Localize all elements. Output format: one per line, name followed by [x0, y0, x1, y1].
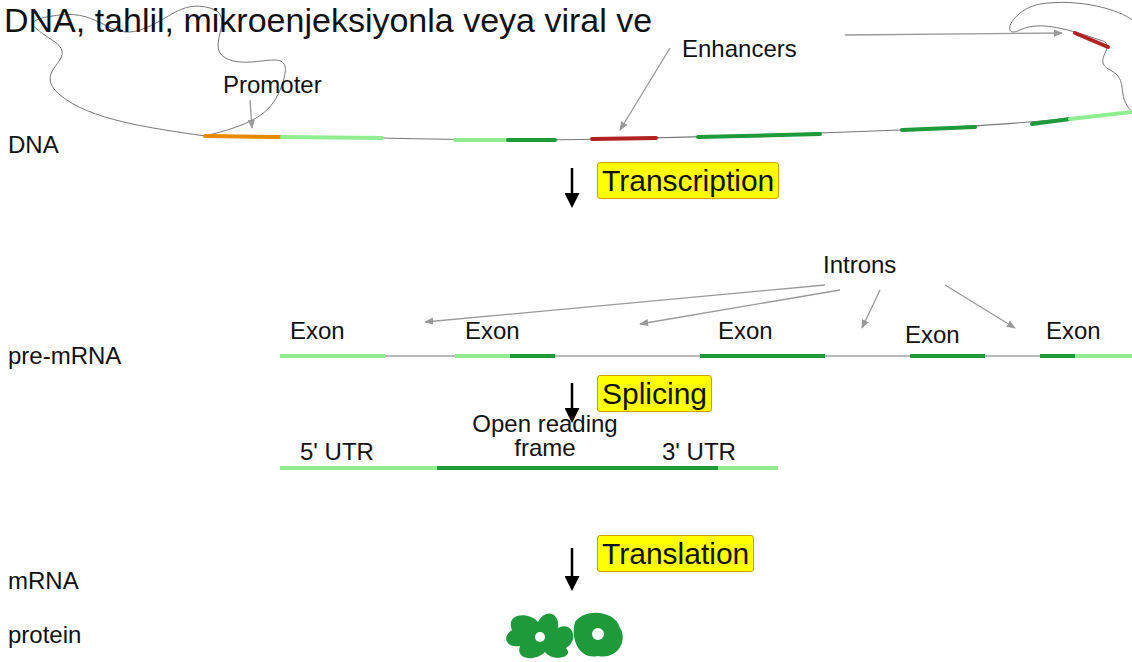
- part-label: Open reading frame: [460, 412, 630, 460]
- strand-label: DNA: [8, 132, 59, 158]
- step-label: Splicing: [602, 377, 707, 410]
- protein-shape: [506, 613, 623, 658]
- process-arrows: [571, 168, 574, 588]
- part-label: Promoter: [223, 72, 322, 98]
- part-label: Exon: [1046, 318, 1101, 344]
- part-label: Exon: [718, 318, 773, 344]
- part-label: Introns: [823, 252, 896, 278]
- strand-label: mRNA: [8, 568, 79, 594]
- step-label: Transcription: [602, 164, 774, 197]
- process-box: Translation: [597, 535, 754, 572]
- part-label: Exon: [290, 318, 345, 344]
- strand-label: pre-mRNA: [8, 343, 121, 369]
- part-label: Enhancers: [682, 36, 797, 62]
- step-label: Translation: [602, 537, 749, 570]
- process-box: Splicing: [597, 375, 712, 412]
- part-label: 3' UTR: [662, 439, 736, 465]
- heading-fragment: DNA, tahlil, mikroenjeksiyonla veya vira…: [4, 2, 652, 39]
- pre-mrna-strand: [280, 354, 1132, 358]
- process-box: Transcription: [597, 162, 779, 199]
- leader-lines: [250, 33, 1062, 328]
- part-label: Exon: [905, 322, 960, 348]
- part-label: 5' UTR: [300, 439, 374, 465]
- part-label: Exon: [465, 318, 520, 344]
- strand-label: protein: [8, 622, 81, 648]
- mrna-strand: [280, 466, 778, 470]
